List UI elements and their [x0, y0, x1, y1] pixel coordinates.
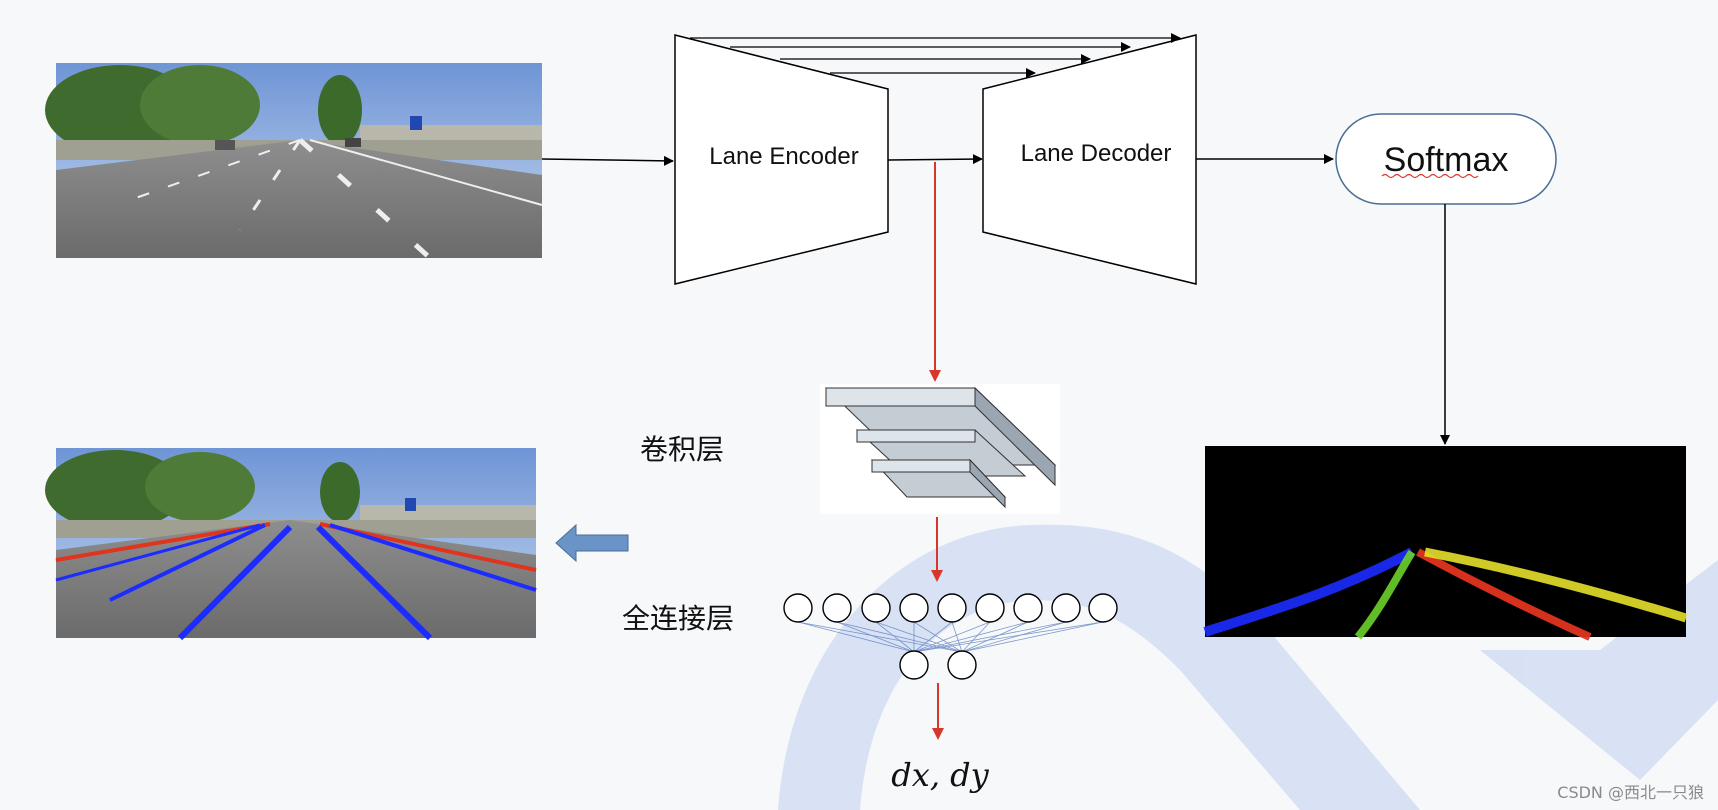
conv-layer-label: 卷积层 [640, 433, 724, 466]
fc-output-node [899, 650, 929, 680]
fc-input-node [937, 593, 967, 623]
lane-decoder-block: Lane Decoder [982, 34, 1197, 285]
lane-encoder-label: Lane Encoder [709, 143, 858, 170]
fc-output-node [947, 650, 977, 680]
fc-input-node [861, 593, 891, 623]
input-to-encoder-arrow [541, 155, 674, 166]
fc-input-node [783, 593, 813, 623]
segmentation-output-image [1203, 446, 1688, 641]
fc-input-node [1088, 593, 1118, 623]
fc-network [783, 593, 1118, 680]
input-road-image [45, 63, 543, 260]
fc-input-node [1051, 593, 1081, 623]
fc-input-node [975, 593, 1005, 623]
conv-layer-graphic [820, 384, 1060, 514]
watermark-text: CSDN @西北一只狼 [1557, 783, 1704, 802]
encoder-to-decoder-arrow [887, 154, 983, 165]
skip-connections [690, 33, 1181, 78]
fc-input-node [822, 593, 852, 623]
result-road-image [45, 448, 537, 641]
fc-input-node [899, 593, 929, 623]
lane-decoder-label: Lane Decoder [1021, 140, 1172, 167]
fc-layer-label: 全连接层 [622, 602, 734, 635]
fc-links [797, 621, 1104, 653]
softmax-block: Softmax [1335, 113, 1557, 205]
softmax-label: Softmax [1384, 141, 1509, 179]
lane-encoder-block: Lane Encoder [674, 34, 889, 285]
back-arrow [555, 523, 629, 563]
output-dxdy-label: dx, dy [891, 756, 989, 794]
fc-input-node [1013, 593, 1043, 623]
